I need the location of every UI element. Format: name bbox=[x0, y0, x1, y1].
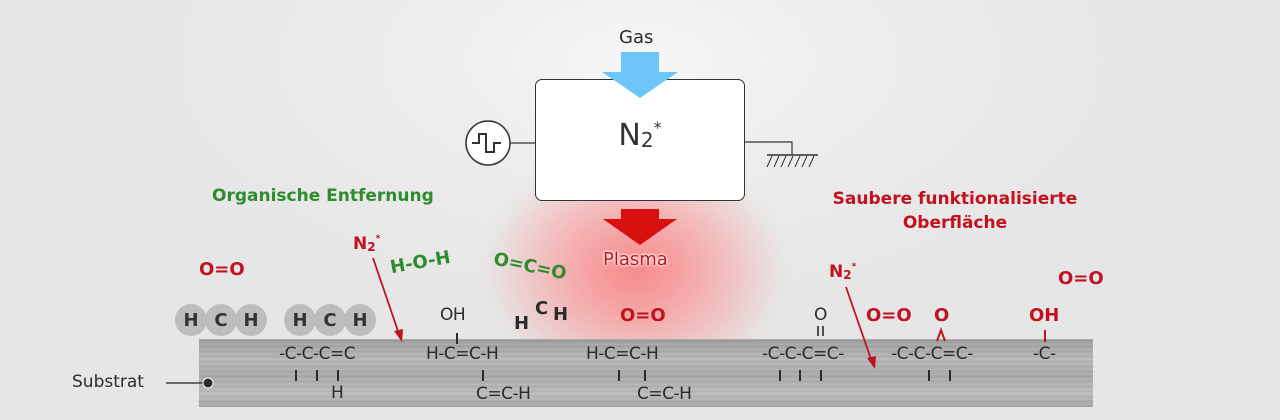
carbonyl-bond bbox=[817, 326, 824, 336]
chain1-backbone: -C-C-C=C bbox=[279, 344, 356, 364]
atom-h: H bbox=[235, 304, 267, 336]
plasma-label: Plasma bbox=[603, 249, 668, 270]
gas-arrow-icon bbox=[602, 52, 678, 98]
chain4-backbone: -C-C-C=C- bbox=[762, 344, 844, 364]
ground-icon bbox=[766, 154, 818, 168]
excited-nitrogen-right: N2* bbox=[829, 262, 857, 282]
wire-right bbox=[745, 141, 793, 155]
n2-arrow-right-icon bbox=[845, 286, 876, 369]
substrate-pointer bbox=[166, 377, 214, 389]
chain4-carbonyl-oxygen: O bbox=[814, 305, 827, 325]
excited-nitrogen-left: N2* bbox=[353, 234, 381, 254]
atom-h: H bbox=[284, 304, 316, 336]
chain3-branch: C=C-H bbox=[637, 384, 692, 404]
chain3-backbone: H-C=C-H bbox=[586, 344, 659, 364]
chain5-backbone: -C-C-C=C- bbox=[891, 344, 973, 364]
right-title-line2: Oberfläche bbox=[902, 213, 1008, 233]
chain1-hydrogen: H bbox=[331, 383, 344, 403]
atom-h: H bbox=[344, 304, 376, 336]
oxygen-molecule-left: O=O bbox=[199, 259, 245, 280]
plasma-arrow-icon bbox=[603, 209, 677, 245]
chain6-hydroxyl: OH bbox=[1029, 305, 1060, 326]
free-ch2-h-left: H bbox=[514, 313, 530, 334]
left-title: Organische Entfernung bbox=[212, 186, 434, 206]
substrate-label: Substrat bbox=[72, 372, 144, 392]
atom-h: H bbox=[175, 304, 207, 336]
oxygen-molecule-right-1: O=O bbox=[866, 305, 912, 326]
atom-c: C bbox=[314, 304, 346, 336]
right-title: Saubere funktionalisierte Oberfläche bbox=[815, 187, 1095, 235]
chain2-backbone: H-C=C-H bbox=[426, 344, 499, 364]
functional-bonds bbox=[936, 327, 1046, 342]
chain6-backbone: -C- bbox=[1033, 344, 1056, 364]
pulse-generator-icon bbox=[465, 120, 511, 166]
atom-c: C bbox=[205, 304, 237, 336]
oxygen-molecule-right-2: O=O bbox=[1058, 268, 1104, 289]
bond-ticks bbox=[295, 333, 951, 381]
oxygen-molecule-center: O=O bbox=[620, 305, 666, 326]
free-ch2-c: C bbox=[535, 298, 549, 319]
right-title-line1: Saubere funktionalisierte bbox=[832, 189, 1078, 209]
chain5-epoxide-oxygen: O bbox=[934, 305, 950, 326]
n2-arrow-left-icon bbox=[372, 257, 403, 342]
free-ch2-h-right: H bbox=[553, 304, 569, 325]
chamber-species-label: N2* bbox=[618, 118, 662, 153]
chain2-hydroxyl: OH bbox=[440, 305, 466, 325]
chain2-branch: C=C-H bbox=[476, 384, 531, 404]
gas-label: Gas bbox=[619, 27, 654, 48]
